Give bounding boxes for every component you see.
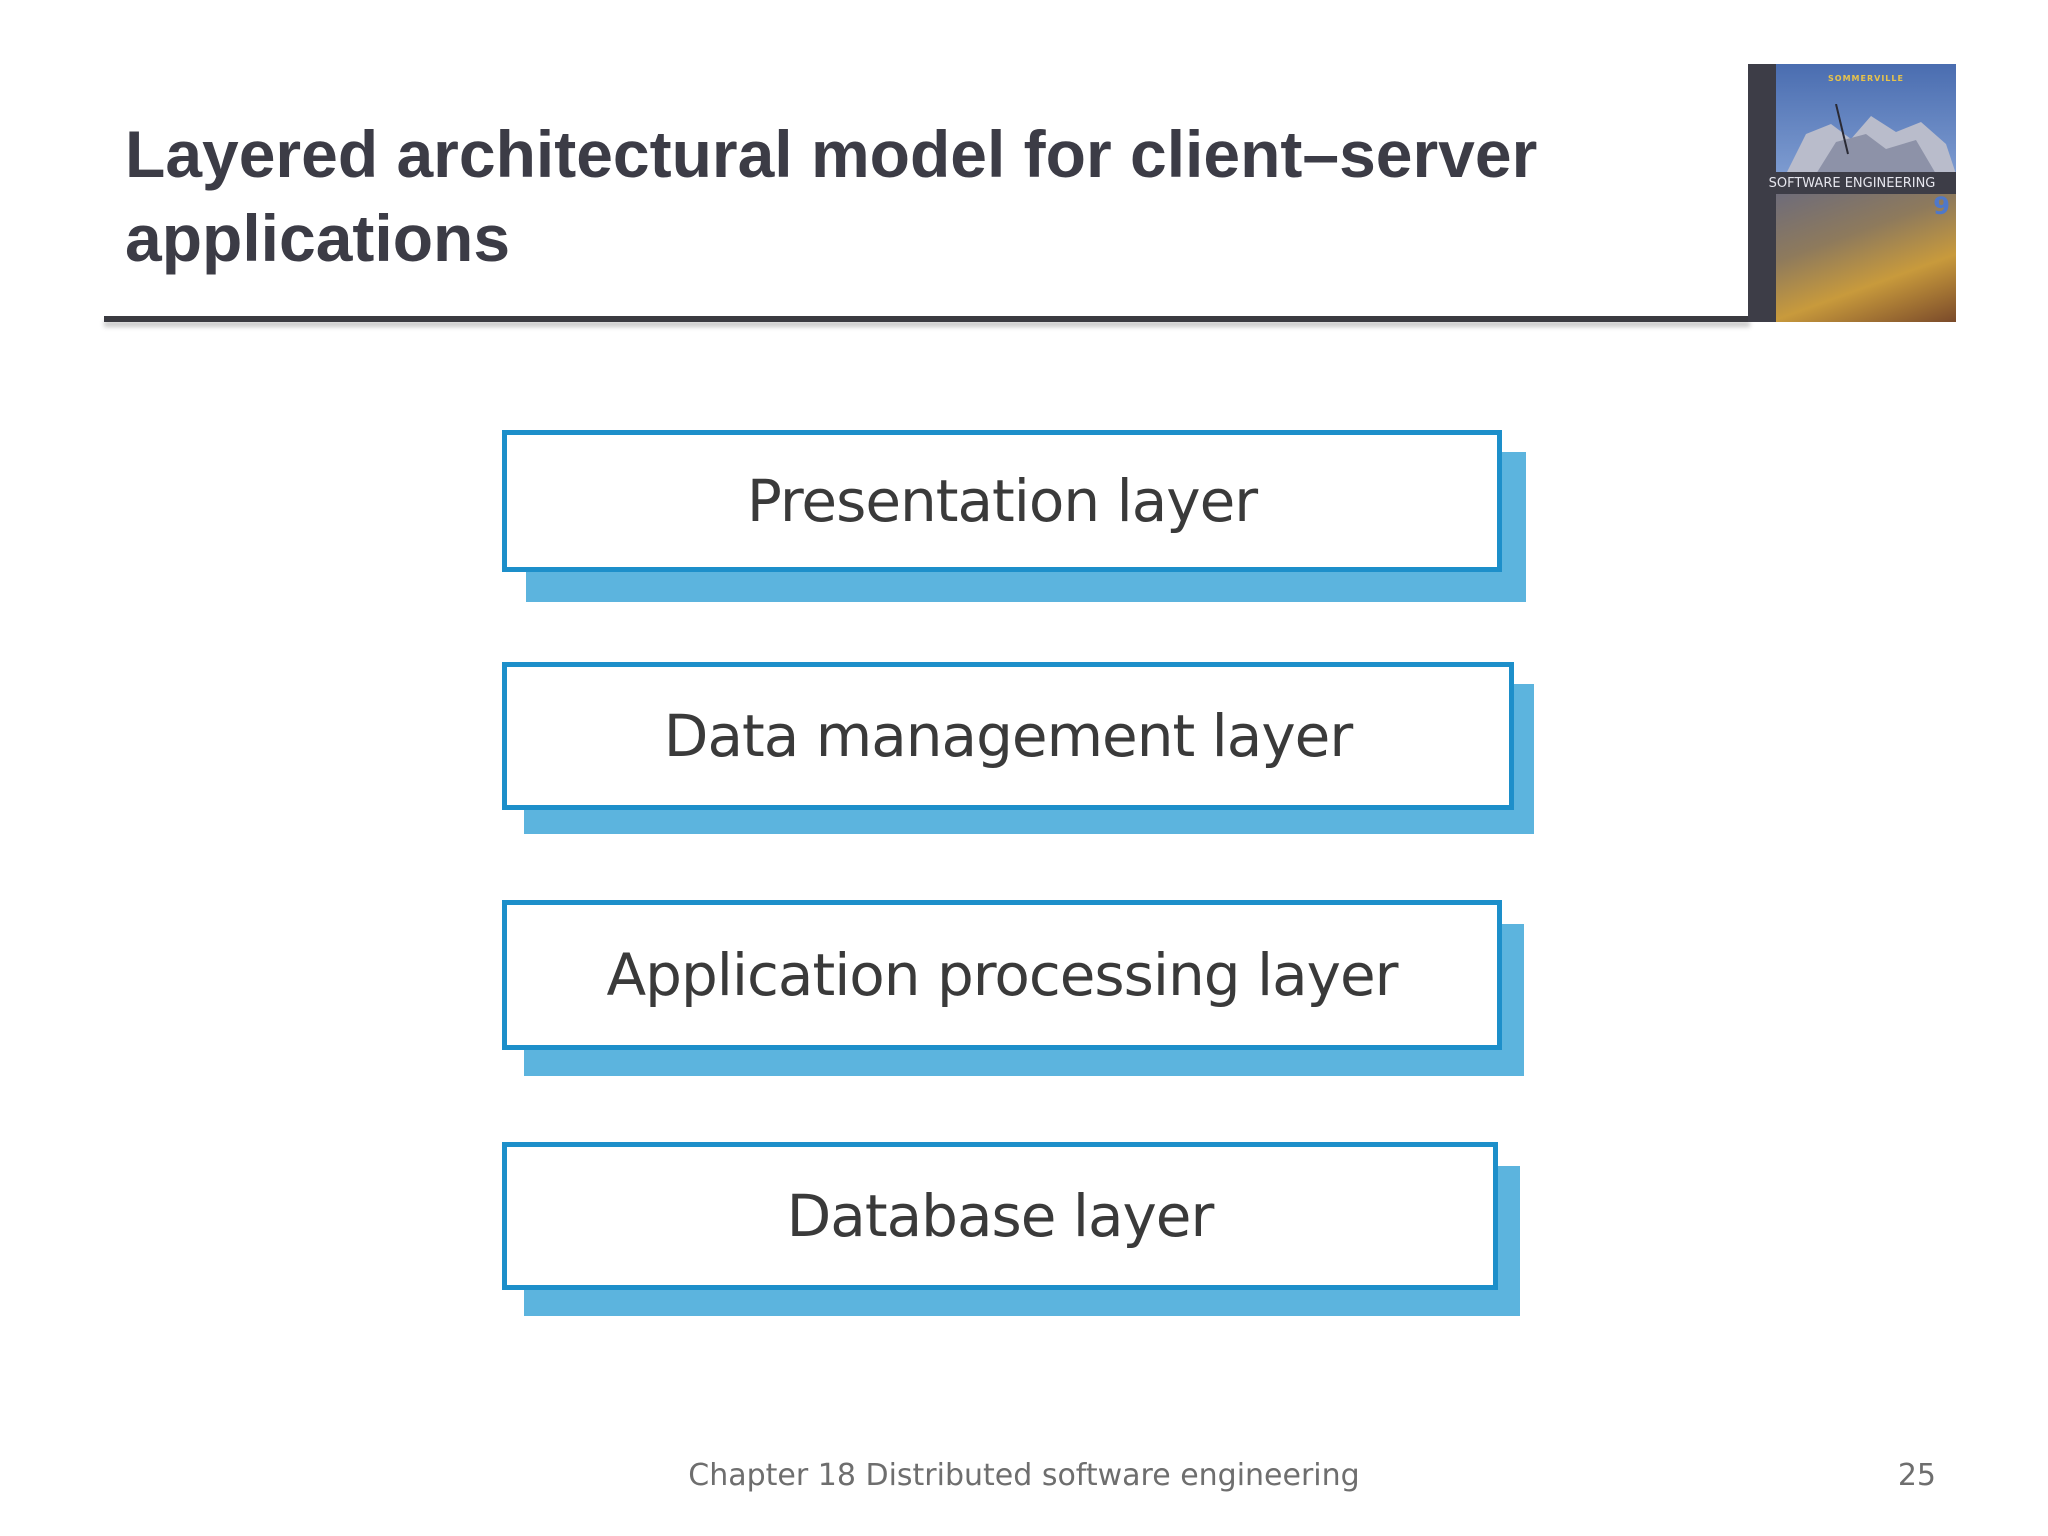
cover-edition: 9 bbox=[1933, 192, 1950, 220]
layer-application-processing: Application processing layer bbox=[502, 900, 1502, 1050]
layer-label: Application processing layer bbox=[606, 941, 1398, 1009]
slide-title: Layered architectural model for client–s… bbox=[125, 117, 1538, 275]
layer-label: Presentation layer bbox=[746, 467, 1258, 535]
layer-database: Database layer bbox=[502, 1142, 1498, 1290]
layer-label: Data management layer bbox=[663, 702, 1353, 770]
layer-presentation: Presentation layer bbox=[502, 430, 1502, 572]
page-number: 25 bbox=[1897, 1458, 1936, 1493]
cover-title-band bbox=[1748, 172, 1956, 194]
layer-label: Database layer bbox=[786, 1182, 1215, 1250]
title-divider bbox=[104, 316, 1750, 322]
cover-title: SOFTWARE ENGINEERING bbox=[1768, 176, 1936, 191]
slide-footer: Chapter 18 Distributed software engineer… bbox=[688, 1458, 1360, 1493]
book-cover-image: SOMMERVILLE SOFTWARE ENGINEERING 9 bbox=[1748, 64, 1956, 322]
cover-building-icon bbox=[1786, 104, 1956, 174]
layer-data-management: Data management layer bbox=[502, 662, 1514, 810]
cover-photo bbox=[1776, 194, 1956, 322]
cover-author: SOMMERVILLE bbox=[1828, 74, 1904, 83]
